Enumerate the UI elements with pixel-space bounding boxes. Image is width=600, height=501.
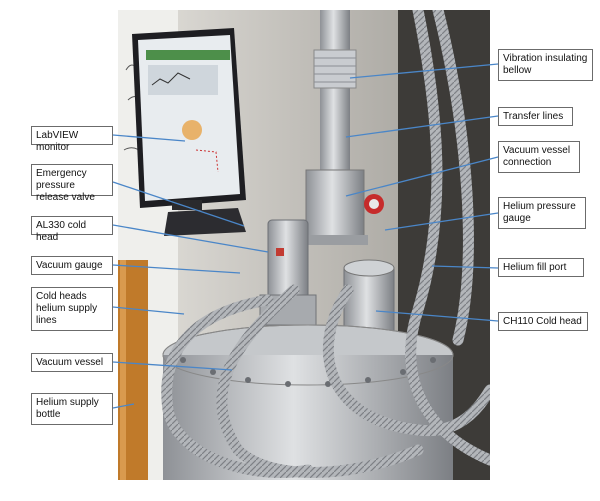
label-emergency-valve: Emergency pressure release valve bbox=[31, 164, 113, 203]
label-helium-pressure-gauge: Helium pressure gauge bbox=[498, 197, 586, 229]
label-vacuum-gauge: Vacuum gauge bbox=[31, 256, 113, 275]
label-helium-fill-port: Helium fill port bbox=[498, 258, 584, 277]
cryostat-photograph bbox=[118, 10, 490, 480]
label-cold-heads-supply-lines: Cold heads helium supply lines bbox=[31, 287, 113, 331]
label-vacuum-vessel-connection: Vacuum vessel connection bbox=[498, 141, 580, 173]
label-vacuum-vessel: Vacuum vessel bbox=[31, 353, 113, 372]
photo-drawing bbox=[118, 10, 490, 480]
label-helium-supply-bottle: Helium supply bottle bbox=[31, 393, 113, 425]
label-transfer-lines: Transfer lines bbox=[498, 107, 573, 126]
label-ch110-cold-head: CH110 Cold head bbox=[498, 312, 588, 331]
label-vibration-bellow: Vibration insulating bellow bbox=[498, 49, 593, 81]
label-labview-monitor: LabVIEW monitor bbox=[31, 126, 113, 153]
label-al330-cold-head: AL330 cold head bbox=[31, 216, 113, 243]
